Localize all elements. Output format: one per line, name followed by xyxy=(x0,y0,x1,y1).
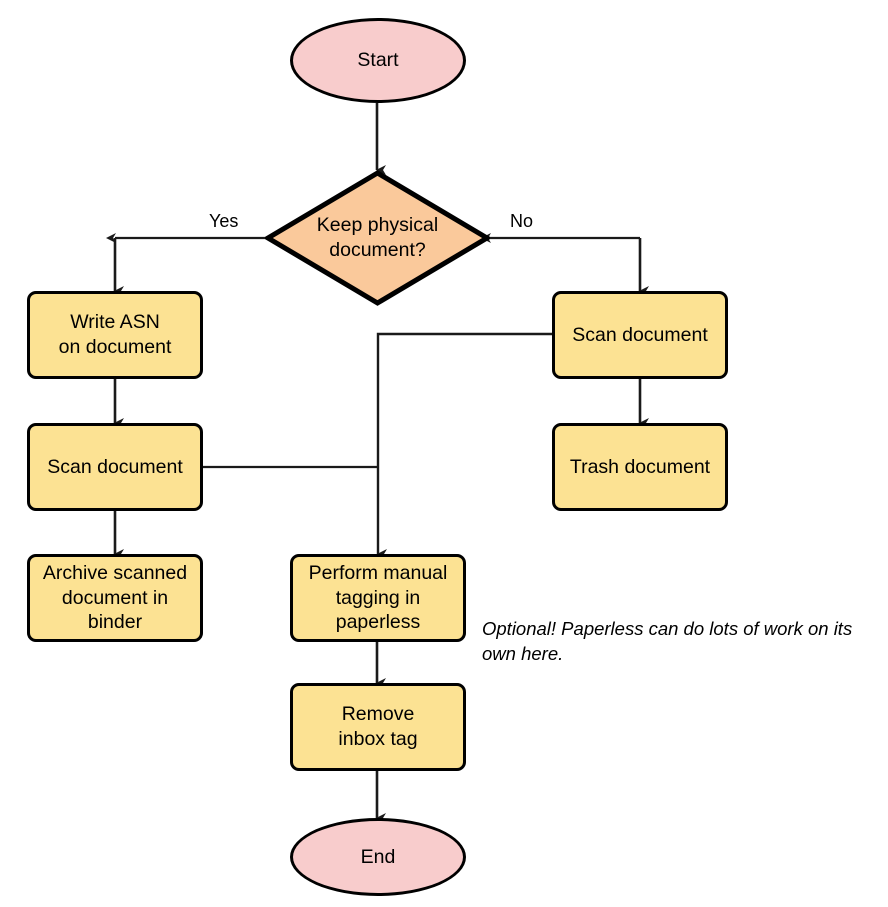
node-decision-keep-physical-document[interactable]: Keep physical document? xyxy=(265,170,490,306)
node-scan-document-right[interactable]: Scan document xyxy=(552,291,728,379)
node-scan-document-right-label: Scan document xyxy=(572,323,708,346)
node-remove-inbox-tag-label: Remove inbox tag xyxy=(338,703,418,750)
decision-diamond-shape xyxy=(265,170,490,306)
annotation-optional-note: Optional! Paperless can do lots of work … xyxy=(482,592,887,667)
node-scan-document-left[interactable]: Scan document xyxy=(27,423,203,511)
node-scan-document-left-label: Scan document xyxy=(47,455,183,478)
node-manual-tagging-label: Perform manual tagging in paperless xyxy=(308,561,448,634)
node-trash-document-label: Trash document xyxy=(569,455,711,478)
node-start-label: Start xyxy=(357,49,399,72)
edge-label-no: No xyxy=(510,212,533,230)
node-write-asn-on-document[interactable]: Write ASN on document xyxy=(27,291,203,379)
annotation-text: Optional! Paperless can do lots of work … xyxy=(482,617,853,664)
node-trash-document[interactable]: Trash document xyxy=(552,423,728,511)
edge-scan-right-to-manual-tagging xyxy=(376,332,552,559)
edge-label-yes: Yes xyxy=(209,212,238,230)
edge-label-yes-text: Yes xyxy=(209,211,239,231)
node-end[interactable]: End xyxy=(290,818,466,896)
node-write-asn-label: Write ASN on document xyxy=(58,311,172,358)
node-archive-label: Archive scanned document in binder xyxy=(42,561,188,634)
edge-label-no-text: No xyxy=(510,211,534,231)
node-decision-label: Keep physical document? xyxy=(316,214,439,261)
node-perform-manual-tagging-in-paperless[interactable]: Perform manual tagging in paperless xyxy=(290,554,466,642)
node-end-label: End xyxy=(360,845,396,868)
node-remove-inbox-tag[interactable]: Remove inbox tag xyxy=(290,683,466,771)
node-start[interactable]: Start xyxy=(290,18,466,103)
node-archive-scanned-document-in-binder[interactable]: Archive scanned document in binder xyxy=(27,554,203,642)
